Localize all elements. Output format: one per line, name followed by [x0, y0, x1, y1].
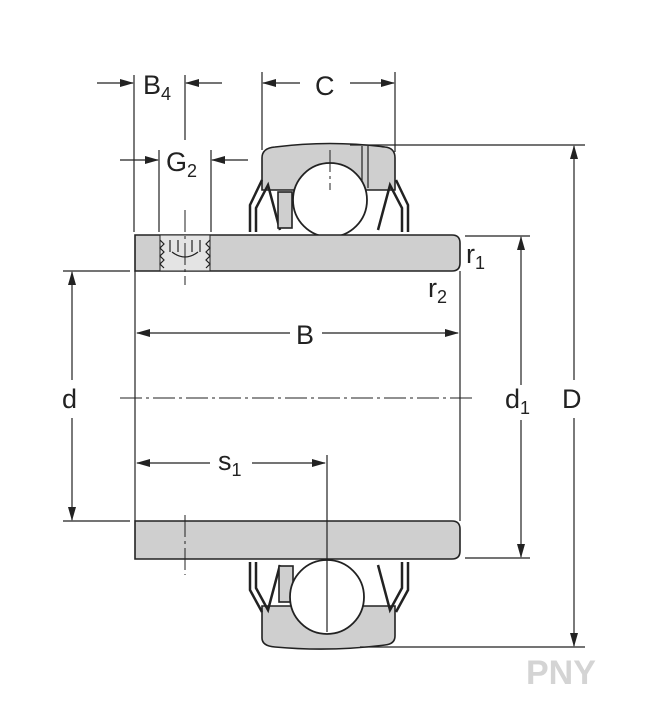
label-D: D: [562, 384, 582, 414]
label-g2: G2: [166, 147, 197, 181]
outer-ring-top: [248, 142, 410, 238]
inner-ring-top: [134, 234, 461, 272]
label-s1: s1: [218, 446, 242, 480]
label-b: B: [296, 320, 314, 350]
outer-ring-bottom: [248, 559, 410, 650]
label-r2: r2: [428, 273, 447, 307]
label-b4: B4: [143, 70, 171, 104]
label-d1: d1: [505, 384, 530, 418]
label-c: C: [315, 71, 335, 101]
label-d: d: [62, 384, 77, 414]
inner-ring-bottom: [134, 520, 461, 560]
label-r1: r1: [466, 239, 485, 273]
watermark-logo: PNY: [526, 654, 596, 692]
